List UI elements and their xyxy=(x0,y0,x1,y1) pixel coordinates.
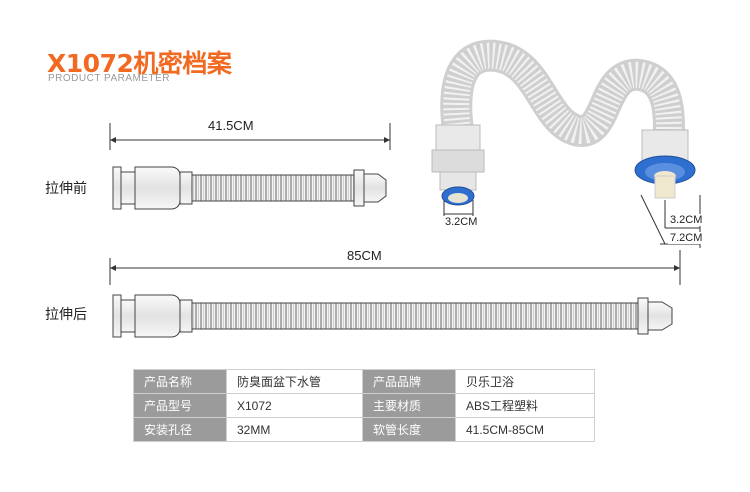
spec-value: 贝乐卫浴 xyxy=(455,369,595,394)
spec-key: 产品品牌 xyxy=(362,369,456,394)
spec-value: 防臭面盆下水管 xyxy=(226,369,363,394)
length-before: 41.5CM xyxy=(208,118,254,133)
label-before-stretch: 拉伸前 xyxy=(45,181,87,197)
after-dimension-line xyxy=(109,250,681,285)
spec-table: 产品名称 防臭面盆下水管 产品品牌 贝乐卫浴 产品型号 X1072 主要材质 A… xyxy=(133,369,595,442)
table-row: 产品型号 X1072 主要材质 ABS工程塑料 xyxy=(133,393,595,418)
spec-key: 安装孔径 xyxy=(133,417,227,442)
spec-value: X1072 xyxy=(226,393,363,418)
spec-key: 产品型号 xyxy=(133,393,227,418)
hose-photo xyxy=(431,39,696,206)
table-row: 产品名称 防臭面盆下水管 产品品牌 贝乐卫浴 xyxy=(133,369,595,394)
spec-value: ABS工程塑料 xyxy=(455,393,595,418)
spec-key: 产品名称 xyxy=(133,369,227,394)
spec-value: 41.5CM-85CM xyxy=(455,417,595,442)
page-title: X1072机密档案 xyxy=(47,49,232,78)
length-after: 85CM xyxy=(347,248,382,263)
pipe-after xyxy=(112,294,673,338)
label-after-stretch: 拉伸后 xyxy=(45,307,87,323)
spec-key: 软管长度 xyxy=(362,417,456,442)
pipe-before xyxy=(112,166,387,210)
hole-inner-right: 3.2CM xyxy=(668,214,705,226)
table-row: 安装孔径 32MM 软管长度 41.5CM-85CM xyxy=(133,417,595,442)
spec-value: 32MM xyxy=(226,417,363,442)
hole-inner-left: 3.2CM xyxy=(443,216,480,228)
page-subtitle: PRODUCT PARAMETER xyxy=(48,73,171,84)
spec-key: 主要材质 xyxy=(362,393,456,418)
hole-dimension-marks xyxy=(443,194,701,248)
hole-outer-right: 7.2CM xyxy=(668,232,705,244)
before-dimension-line xyxy=(109,123,391,150)
